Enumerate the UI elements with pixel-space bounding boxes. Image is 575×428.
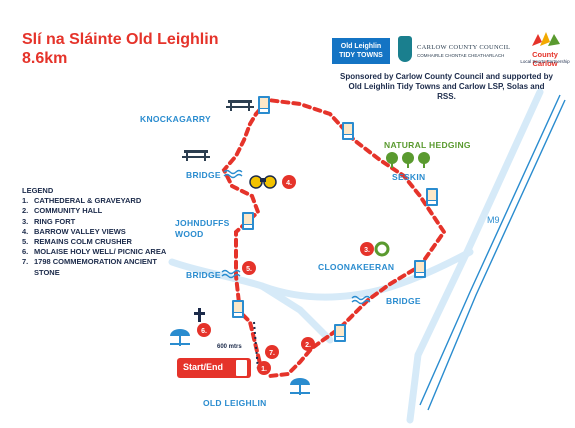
label-johnduffs: JOHNDUFFS <box>175 218 230 228</box>
signpost-icon <box>236 360 247 376</box>
poi-marker-1[interactable]: 1. <box>257 361 271 375</box>
legend: LEGEND 1. CATHEDERAL & GRAVEYARD 2. COMMUN… <box>22 186 184 278</box>
spur-600m <box>253 321 259 371</box>
label-knockagarry: KNOCKAGARRY <box>140 114 211 124</box>
legend-item: 3. RING FORT <box>22 217 184 227</box>
poi-marker-3[interactable]: 3. <box>360 242 374 256</box>
binoculars-icon <box>249 175 277 189</box>
label-m9: M9 <box>487 215 500 225</box>
logo-lsp-sub: Local Sports Partnership <box>520 59 570 64</box>
motorway-m9 <box>419 94 566 411</box>
svg-text:7.: 7. <box>269 350 275 357</box>
start-end-label: Start/End <box>183 362 224 372</box>
signposts <box>232 96 438 342</box>
legend-item-number: 4. <box>22 226 29 236</box>
logo-ccc-sub: COMHAIRLE CHONTAE CHEATHARLACH <box>417 53 505 58</box>
svg-text:2.: 2. <box>305 342 311 349</box>
legend-item-number: 5. <box>22 237 29 247</box>
picnic-bench-icon <box>182 150 210 161</box>
legend-item: 6. MOLAISE HOLY WELL/ PICNIC AREA <box>22 247 184 257</box>
label-bridge-2: BRIDGE <box>186 270 221 280</box>
legend-item-text: REMAINS COLM CRUSHER <box>34 237 132 247</box>
label-natural-hedging: NATURAL HEDGING <box>384 140 471 150</box>
logo-ol-line1: Old Leighlin <box>340 43 382 50</box>
cross-icon <box>194 308 205 322</box>
label-johnduffs-wood: JOHNDUFFS WOOD <box>175 218 230 240</box>
picnic-umbrella-icon <box>290 378 310 395</box>
legend-item: 7. 1798 COMMEMORATION ANCIENT STONE <box>22 257 184 277</box>
svg-text:1.: 1. <box>261 366 267 373</box>
poi-marker-2[interactable]: 2. <box>301 337 315 351</box>
picnic-umbrella-icon <box>170 329 190 346</box>
poi-marker-7[interactable]: 7. <box>265 345 279 359</box>
label-cloonakeeran: CLOONAKEERAN <box>318 262 395 272</box>
legend-item-number: 7. <box>22 257 29 267</box>
label-bridge-1: BRIDGE <box>186 170 221 180</box>
label-old-leighlin: OLD LEIGHLIN <box>203 398 267 408</box>
title-line-2: 8.6km <box>22 50 68 67</box>
legend-item-text: COMMUNITY HALL <box>34 206 103 216</box>
old-leighlin-tidy-towns-logo: Old Leighlin TIDY TOWNS <box>332 38 390 64</box>
distance-label: 600 mtrs <box>217 344 242 350</box>
legend-item-number: 3. <box>22 216 29 226</box>
legend-item-text: MOLAISE HOLY WELL/ PICNIC AREA <box>34 247 167 257</box>
legend-item-text: CATHEDERAL & GRAVEYARD <box>34 196 142 206</box>
legend-item-number: 1. <box>22 196 29 206</box>
label-wood: WOOD <box>175 229 204 239</box>
legend-heading: LEGEND <box>22 186 54 195</box>
crest-icon <box>398 36 412 62</box>
lsp-figures-icon <box>532 32 560 46</box>
poi-marker-6[interactable]: 6. <box>197 323 211 337</box>
legend-list: 1. CATHEDERAL & GRAVEYARD 2. COMMUNITY HAL… <box>22 196 184 278</box>
legend-item-text: BARROW VALLEY VIEWS <box>34 226 126 236</box>
legend-item: 4. BARROW VALLEY VIEWS <box>22 227 184 237</box>
legend-item-text: 1798 COMMEMORATION ANCIENT STONE <box>34 257 157 277</box>
legend-item: 2. COMMUNITY HALL <box>22 206 184 216</box>
county-carlow-lsp-logo: County Carlow Local Sports Partnership <box>520 30 570 68</box>
svg-text:4.: 4. <box>286 180 292 187</box>
logo-lsp-name: County Carlow <box>532 50 558 68</box>
tree-icon <box>386 152 430 168</box>
legend-item-number: 2. <box>22 206 29 216</box>
label-seskin: SESKIN <box>392 172 426 182</box>
start-end-marker[interactable]: Start/End <box>177 358 251 378</box>
svg-text:5.: 5. <box>246 266 252 273</box>
poi-marker-4[interactable]: 4. <box>282 175 296 189</box>
map-title: Slí na Sláinte Old Leighlin 8.6km <box>22 30 218 68</box>
legend-item: 1. CATHEDERAL & GRAVEYARD <box>22 196 184 206</box>
legend-item-number: 6. <box>22 247 29 257</box>
label-bridge-3: BRIDGE <box>386 296 421 306</box>
poi-marker-5[interactable]: 5. <box>242 261 256 275</box>
carlow-county-council-logo: CARLOW COUNTY COUNCIL COMHAIRLE CHONTAE … <box>398 36 516 64</box>
svg-text:6.: 6. <box>201 328 207 335</box>
picnic-bench-icon <box>226 100 254 111</box>
logo-ol-line2: TIDY TOWNS <box>339 52 383 59</box>
title-line-1: Slí na Sláinte Old Leighlin <box>22 31 219 48</box>
logo-ccc-name: CARLOW COUNTY COUNCIL <box>417 44 511 51</box>
ring-fort-icon <box>374 241 390 257</box>
sponsor-text: Sponsored by Carlow County Council and s… <box>340 72 553 101</box>
legend-item-text: RING FORT <box>34 216 76 226</box>
svg-text:3.: 3. <box>364 247 370 254</box>
legend-item: 5. REMAINS COLM CRUSHER <box>22 237 184 247</box>
water-waves-icon <box>221 169 371 305</box>
